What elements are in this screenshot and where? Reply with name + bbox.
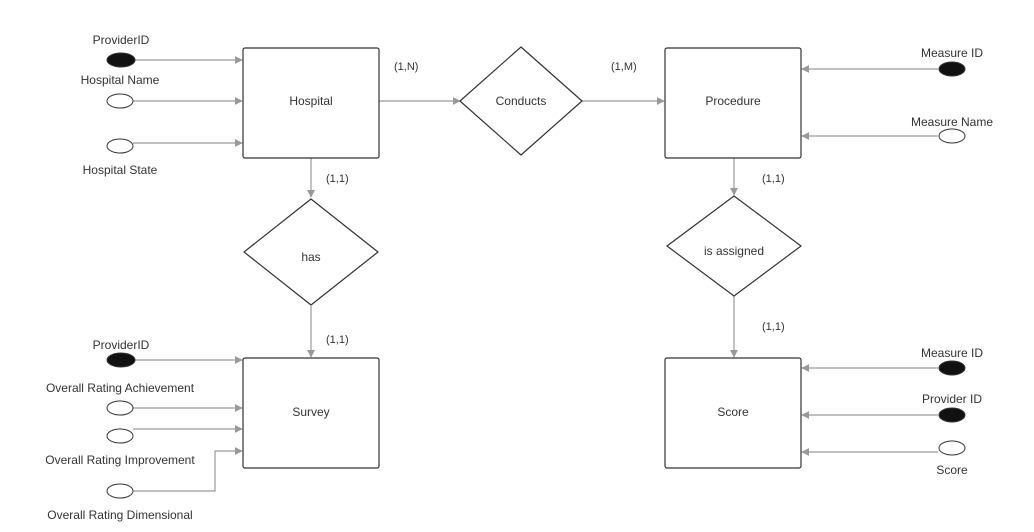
entity-procedure-label: Procedure [705,94,761,108]
attribute-label: Measure Name [911,115,993,129]
attribute-score-provider-id[interactable]: Provider ID [922,392,982,423]
connectors [133,56,938,492]
key-attribute-oval [938,61,966,77]
attribute-survey-rating-improvement[interactable]: Overall Rating Improvement [45,428,195,467]
cardinality-assigned-score: (1,1) [762,321,785,333]
attribute-label: Overall Rating Achievement [46,381,195,395]
key-attribute-oval [938,360,966,376]
attribute-label: ProviderID [93,338,150,352]
attribute-label: Measure ID [921,346,983,360]
attribute-score-measure-id[interactable]: Measure ID [921,346,983,376]
cardinality-hospital-conducts: (1,N) [394,61,418,73]
relationship-conducts-label: Conducts [496,94,547,108]
entity-survey-label: Survey [292,405,329,419]
entity-hospital-label: Hospital [289,94,332,108]
attribute-oval [938,128,966,144]
attribute-label: Overall Rating Dimensional [47,508,192,522]
attribute-procedure-measure-id[interactable]: Measure ID [921,46,983,77]
connector-rating-dimensional [133,447,243,492]
attribute-hospital-state[interactable]: Hospital State [83,138,158,177]
cardinality-conducts-procedure: (1,M) [611,61,637,73]
relationship-is-assigned-label: is assigned [704,244,764,258]
attribute-oval [106,483,134,499]
attribute-oval [938,440,966,456]
attribute-label: Hospital State [83,163,158,177]
attribute-oval [106,400,134,416]
relationship-conducts[interactable]: Conducts [459,46,583,156]
entity-score-label: Score [717,405,749,419]
relationship-has-label: has [301,250,320,264]
key-attribute-oval [106,52,136,68]
relationship-has[interactable]: has [243,198,379,306]
attribute-label: Measure ID [921,46,983,60]
cardinality-hospital-has: (1,1) [326,173,349,185]
entity-hospital[interactable]: Hospital [242,47,380,159]
attribute-hospital-name[interactable]: Hospital Name [81,73,160,109]
entity-survey[interactable]: Survey [242,357,380,469]
cardinality-procedure-assigned: (1,1) [762,173,785,185]
attribute-score-score[interactable]: Score [936,440,968,477]
attribute-label: Hospital Name [81,73,160,87]
attribute-label: Provider ID [922,392,982,406]
key-attribute-oval [938,407,966,423]
attribute-oval [106,93,134,109]
attribute-label: ProviderID [93,33,150,47]
cardinality-has-survey: (1,1) [326,334,349,346]
entity-procedure[interactable]: Procedure [664,47,802,159]
attribute-survey-rating-dimensional[interactable]: Overall Rating Dimensional [47,483,193,522]
attribute-procedure-measure-name[interactable]: Measure Name [911,115,993,144]
attribute-label: Overall Rating Improvement [45,453,195,467]
entity-score[interactable]: Score [664,357,802,469]
attribute-survey-rating-achievement[interactable]: Overall Rating Achievement [46,381,195,416]
attribute-hospital-provider-id[interactable]: ProviderID [93,33,150,68]
key-attribute-oval [106,352,136,368]
attribute-oval [106,428,134,444]
attribute-survey-provider-id[interactable]: ProviderID [93,338,150,368]
attribute-oval [106,138,134,154]
relationship-is-assigned[interactable]: is assigned [666,195,802,297]
attribute-label: Score [936,463,968,477]
